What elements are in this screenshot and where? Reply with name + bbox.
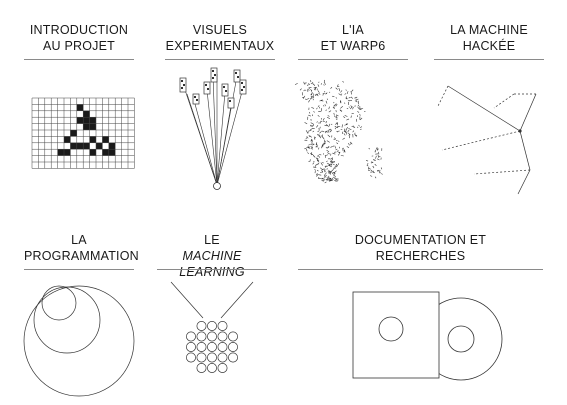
divider — [24, 59, 134, 60]
divider — [165, 59, 275, 60]
tile-title: VISUELS EXPERIMENTAUX — [165, 22, 275, 54]
tile-title: INTRODUCTION AU PROJET — [24, 22, 134, 54]
tile-title: DOCUMENTATION ET RECHERCHES — [298, 232, 543, 264]
record-illustration — [298, 288, 543, 398]
circles-illustration — [24, 278, 134, 403]
divider — [157, 269, 267, 270]
tile-machine-hackee[interactable]: LA MACHINE HACKÉE — [434, 22, 544, 187]
tile-introduction[interactable]: INTRODUCTION AU PROJET — [24, 22, 134, 187]
map-illustration — [298, 78, 408, 190]
grid-illustration — [24, 96, 134, 174]
strings-illustration — [165, 68, 275, 193]
tile-documentation[interactable]: DOCUMENTATION ET RECHERCHES — [298, 232, 543, 397]
tile-title: LE MACHINE LEARNING — [157, 232, 267, 280]
divider — [298, 59, 408, 60]
tile-visuels[interactable]: VISUELS EXPERIMENTAUX — [165, 22, 275, 187]
tile-ia-warp6[interactable]: L'IA ET WARP6 — [298, 22, 408, 187]
tile-programmation[interactable]: LA PROGRAMMATION — [24, 232, 134, 397]
tile-title: LA PROGRAMMATION — [24, 232, 134, 264]
divider — [434, 59, 544, 60]
neural-illustration — [157, 280, 267, 405]
tile-machine-learning[interactable]: LE MACHINE LEARNING — [157, 232, 267, 397]
hacked-machine-illustration — [434, 78, 544, 198]
tile-title: LA MACHINE HACKÉE — [434, 22, 544, 54]
divider — [24, 269, 134, 270]
divider — [298, 269, 543, 270]
tile-title: L'IA ET WARP6 — [298, 22, 408, 54]
